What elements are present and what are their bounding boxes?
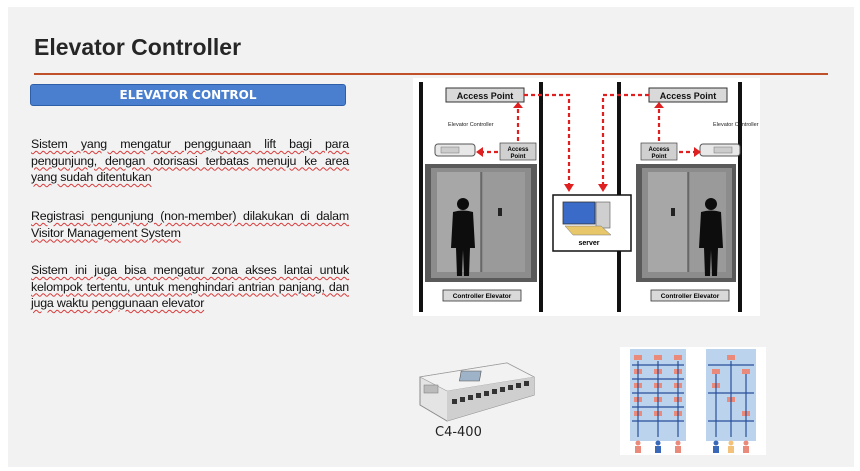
svg-text:Point: Point [652,154,667,160]
paragraph-2: Registrasi pengunjung (non-member) dilak… [31,208,349,241]
access-point-small-right [640,142,678,161]
device-model-label: C4-400 [435,425,482,440]
paragraph-3-text: Sistem ini juga bisa mengatur zona akses… [31,263,349,310]
paragraph-3: Sistem ini juga bisa mengatur zona akses… [31,262,349,312]
controller-elevator-left-box [442,289,522,302]
controller-elevator-left-label: Controller Elevator [453,293,512,300]
svg-text:Access: Access [648,147,670,153]
title-divider [34,73,828,75]
paragraph-1: Sistem yang mengatur penggunaan lift bag… [31,136,349,186]
elevator-controller-right-label: Elevator Controller [713,122,759,128]
elevator-controller-left-label: Elevator Controller [448,122,494,128]
access-point-right-label: Access Point [660,91,717,101]
elevator-cabin-left [425,164,537,282]
svg-text:Point: Point [511,154,526,160]
building-left [630,349,686,441]
svg-text:Access: Access [507,147,529,153]
slide-title: Elevator Controller [34,34,242,60]
paragraph-2-text: Registrasi pengunjung (non-member) dilak… [31,209,349,240]
section-badge: ELEVATOR CONTROL [30,84,346,106]
people-icons [635,440,749,453]
floor-zone-illustration [620,347,766,455]
server-label: server [578,240,599,247]
controller-elevator-right-label: Controller Elevator [661,293,720,300]
c4-400-device-image [419,362,535,422]
controller-elevator-right-box [650,289,730,302]
access-point-left-label: Access Point [457,91,514,101]
access-point-small-left [499,142,537,161]
elevator-access-diagram: Access Point Access Point Elevator Contr… [413,78,760,316]
elevator-cabin-right [636,164,736,282]
paragraph-1-text: Sistem yang mengatur penggunaan lift bag… [31,137,349,184]
building-right [706,349,756,441]
